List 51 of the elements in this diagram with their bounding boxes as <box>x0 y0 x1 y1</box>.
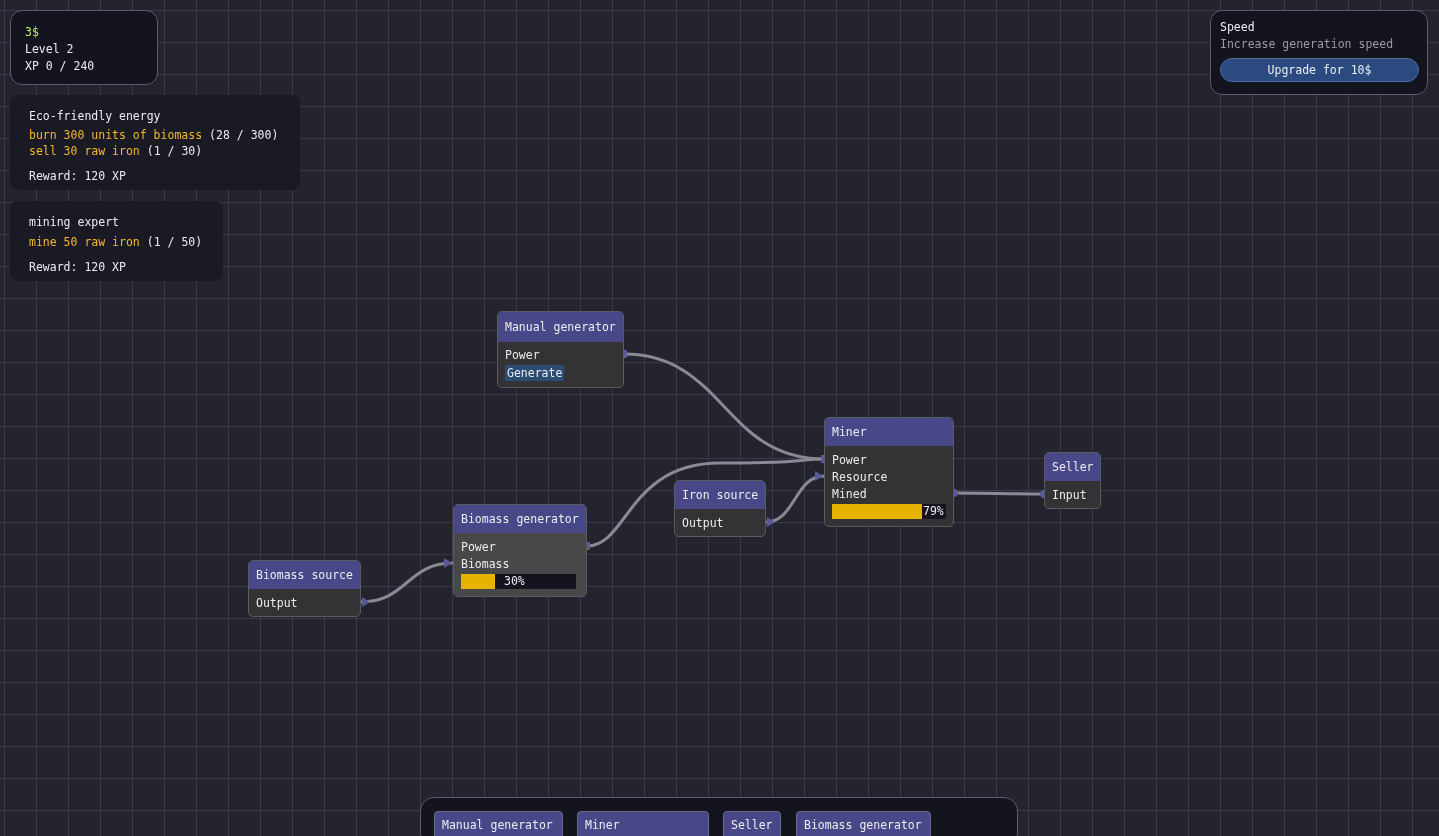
quest-card <box>10 201 223 281</box>
upgrade-button: Upgrade for 10$ <box>1220 58 1419 82</box>
node-header: Iron source <box>675 481 765 509</box>
node-header: Manual generator <box>498 312 623 342</box>
label-text: Speed <box>1220 19 1255 35</box>
node-card <box>497 311 624 388</box>
label-text: Resource <box>832 469 888 485</box>
label-text: Power <box>832 452 867 468</box>
palette-item: Biomass generator <box>796 811 931 836</box>
label-text: mining expert <box>29 214 119 230</box>
node-card <box>248 560 361 617</box>
goal-text: sell 30 raw iron <box>29 143 140 159</box>
node-card <box>453 504 587 597</box>
palette-item: Manual generator <box>434 811 563 836</box>
goal-text: Increase generation speed <box>1220 36 1394 52</box>
node-header: Biomass source <box>249 561 360 589</box>
label-text: Power <box>461 539 496 555</box>
goal-text: mine 50 raw iron <box>29 234 140 250</box>
quest-card <box>10 95 300 190</box>
label-text: Input <box>1052 487 1087 503</box>
connector-wire <box>360 558 454 607</box>
label-text: (28 / 300) <box>209 127 279 143</box>
label-text: Reward: 120 XP <box>29 259 126 275</box>
label-text: Power <box>505 347 540 363</box>
label-text: (1 / 50) <box>146 234 203 250</box>
label-text: (1 / 30) <box>146 143 203 159</box>
label-text: Biomass <box>461 556 510 572</box>
label-text: Level 2 <box>25 41 74 57</box>
node-card <box>674 480 766 537</box>
node-card <box>824 417 954 527</box>
stats-panel <box>10 10 158 85</box>
connector-wire <box>765 472 825 527</box>
percent-label: 30% <box>504 574 525 589</box>
label-text: Output <box>256 595 298 611</box>
goal-text: burn 300 units of biomass <box>29 127 203 143</box>
node-header: Biomass generator <box>454 505 586 533</box>
label-text: Eco-friendly energy <box>29 108 161 124</box>
upgrade-card <box>1210 10 1428 95</box>
label-text: Output <box>682 515 724 531</box>
node-header: Seller <box>1045 453 1100 481</box>
generate-button: Generate <box>505 365 565 381</box>
label-text: Mined <box>832 486 867 502</box>
label-text: XP 0 / 240 <box>25 58 95 74</box>
palette-item: Miner <box>577 811 709 836</box>
toolbar-panel <box>420 797 1018 836</box>
percent-label: 79% <box>923 504 944 519</box>
label-text: Reward: 120 XP <box>29 168 126 184</box>
palette-item: Seller <box>723 811 781 836</box>
node-header: Miner <box>825 418 953 446</box>
goal-text: 3$ <box>25 24 39 40</box>
node-card <box>1044 452 1101 509</box>
